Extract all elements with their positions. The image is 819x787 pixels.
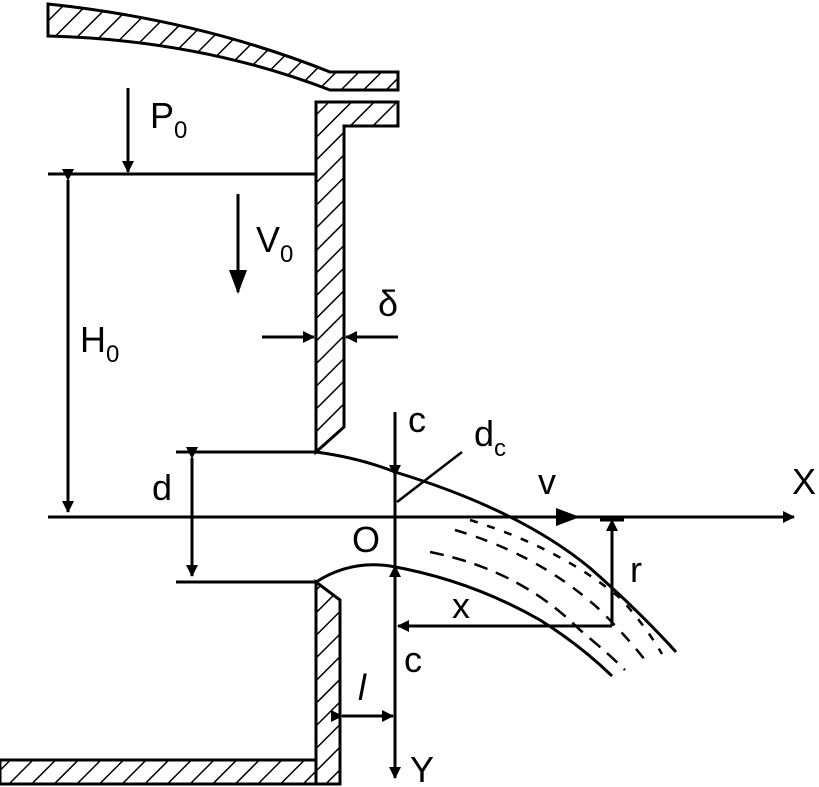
jet-lower-boundary <box>315 563 614 678</box>
tank-bottom-wall <box>0 758 318 786</box>
jet-upper-boundary <box>315 450 678 654</box>
delta-label: δ <box>378 283 398 324</box>
tank-top-wall <box>46 2 400 92</box>
tank-front-wall-upper <box>314 100 400 456</box>
jet-stream-dashes <box>429 550 626 671</box>
dc-leader-line <box>396 451 463 503</box>
d-label: d <box>152 467 172 508</box>
y-axis-label: Y <box>410 749 434 787</box>
dc-label: dc <box>474 413 506 462</box>
x-axis-label: X <box>792 461 816 502</box>
c-bottom-label: c <box>404 639 422 680</box>
h0-label: H0 <box>80 319 119 368</box>
v-label: v <box>538 461 556 502</box>
tank-front-wall-lower <box>314 579 342 786</box>
origin-label: O <box>352 519 380 560</box>
r-label: r <box>630 549 642 590</box>
p0-label: P0 <box>150 95 187 144</box>
jet-stream-dashes <box>454 528 649 665</box>
v0-label: V0 <box>256 219 293 268</box>
l-label: l <box>358 667 367 708</box>
c-top-label: c <box>408 399 426 440</box>
x-label: x <box>452 585 470 626</box>
